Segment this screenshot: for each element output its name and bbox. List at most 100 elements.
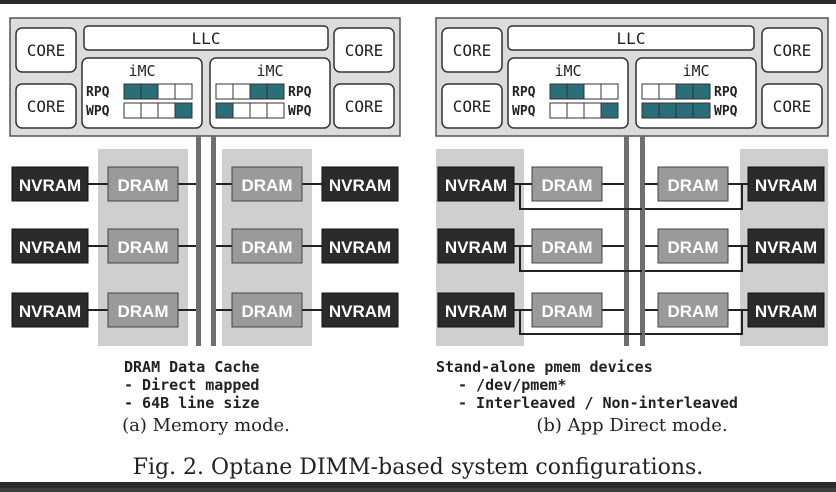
dram-label: DRAM	[242, 238, 293, 257]
panel-a: LLC CORE CORE CORE CORE iMC RPQ WPQ iMC	[9, 17, 401, 436]
nvram-label: NVRAM	[19, 302, 81, 321]
nvram-box	[747, 166, 825, 202]
core-label-b4: CORE	[773, 97, 812, 116]
queue-cell	[600, 102, 619, 119]
dram-label: DRAM	[668, 238, 719, 257]
memory-row-a2: NVRAM DRAM DRAM NVRAM	[11, 228, 399, 264]
channel-bus-b	[640, 136, 645, 346]
nvram-label: NVRAM	[445, 238, 507, 257]
queue-cell	[675, 102, 694, 119]
interleave-line	[645, 310, 743, 335]
llc-label-b: LLC	[617, 29, 646, 48]
wpq-label-b-right: WPQ	[714, 104, 738, 119]
desc-a-line1: DRAM Data Cache	[124, 358, 259, 376]
nvram-label: NVRAM	[329, 176, 391, 195]
queue-cell	[140, 102, 159, 119]
queue-cell	[600, 83, 619, 100]
dram-label: DRAM	[242, 176, 293, 195]
interleave-line	[645, 246, 743, 272]
caption-b: (b) App Direct mode.	[536, 415, 727, 436]
core-box-b3	[761, 27, 823, 73]
nvram-box	[747, 292, 825, 328]
dram-box	[531, 228, 603, 264]
nvram-box	[437, 292, 515, 328]
rpq-label-a-right: RPQ	[288, 85, 312, 100]
queue-cell	[249, 102, 268, 119]
queue-cell	[266, 83, 285, 100]
wpq-queue-b-left	[549, 102, 619, 119]
queue-cell	[232, 83, 251, 100]
desc-b-line2: - /dev/pmem*	[458, 376, 566, 394]
figure-caption: Fig. 2. Optane DIMM-based system configu…	[133, 455, 704, 480]
rpq-label-b-right: RPQ	[714, 85, 738, 100]
memory-row-a1: NVRAM DRAM DRAM NVRAM	[11, 166, 399, 202]
imc-label-a-left: iMC	[128, 62, 155, 80]
wpq-queue-b-right	[641, 102, 711, 119]
wpq-queue-a-right	[215, 102, 285, 119]
core-box-a1	[15, 27, 77, 73]
core-box-a3	[333, 27, 395, 73]
queue-cell	[174, 83, 193, 100]
queue-cell	[675, 83, 694, 100]
interleave-line	[519, 184, 642, 210]
caption-a: (a) Memory mode.	[122, 415, 290, 436]
rpq-label-b-left: RPQ	[512, 85, 536, 100]
queue-cell	[549, 83, 568, 100]
dram-box	[107, 166, 179, 202]
queue-cell	[583, 102, 602, 119]
llc-label-a: LLC	[192, 29, 221, 48]
dram-box	[657, 292, 729, 328]
nvram-label: NVRAM	[755, 238, 817, 257]
core-label-a4: CORE	[345, 97, 384, 116]
interleave-line	[519, 310, 642, 335]
dram-box	[231, 292, 303, 328]
core-box-b2	[441, 83, 503, 129]
wpq-queue-a-left	[123, 102, 193, 119]
queue-cell	[215, 83, 234, 100]
queue-cell	[123, 102, 142, 119]
nvram-box	[321, 166, 399, 202]
wpq-label-a-right: WPQ	[288, 104, 312, 119]
queue-cell	[641, 102, 660, 119]
nvram-label: NVRAM	[19, 238, 81, 257]
memory-row-b2: NVRAM DRAM DRAM NVRAM	[437, 228, 825, 272]
optane-diagram: LLC CORE CORE CORE CORE iMC RPQ WPQ iMC	[9, 17, 829, 480]
queue-cell	[641, 83, 660, 100]
core-label-b3: CORE	[773, 41, 812, 60]
dram-label: DRAM	[242, 302, 293, 321]
panel-b: LLC CORE CORE CORE CORE iMC RPQ WPQ iMC	[435, 17, 829, 436]
rpq-queue-b-right	[641, 83, 711, 100]
queue-cell	[232, 102, 251, 119]
dram-label: DRAM	[668, 176, 719, 195]
interleave-line	[519, 246, 642, 272]
queue-cell	[658, 83, 677, 100]
queue-cell	[249, 83, 268, 100]
channel-bus-a	[196, 136, 201, 346]
nvram-box	[11, 166, 89, 202]
dram-box	[657, 166, 729, 202]
imc-label-b-left: iMC	[554, 62, 581, 80]
core-label-a3: CORE	[345, 41, 384, 60]
desc-b-line3: - Interleaved / Non-interleaved	[458, 394, 738, 412]
dram-label: DRAM	[668, 302, 719, 321]
dram-label: DRAM	[542, 302, 593, 321]
desc-b-line1: Stand-alone pmem devices	[436, 358, 653, 376]
core-label-b2: CORE	[453, 97, 492, 116]
interleave-line	[645, 184, 743, 210]
desc-a-line3: - 64B line size	[124, 394, 259, 412]
rpq-label-a-left: RPQ	[86, 85, 110, 100]
core-label-a1: CORE	[27, 41, 66, 60]
queue-cell	[140, 83, 159, 100]
memory-row-a3: NVRAM DRAM DRAM NVRAM	[11, 292, 399, 328]
imc-label-b-right: iMC	[682, 62, 709, 80]
llc-box-b	[507, 25, 755, 51]
dram-box	[531, 166, 603, 202]
memory-row-b3: NVRAM DRAM DRAM NVRAM	[437, 292, 825, 335]
queue-cell	[566, 102, 585, 119]
llc-box-a	[83, 25, 329, 51]
memory-row-b1: NVRAM DRAM DRAM NVRAM	[437, 166, 825, 210]
dram-label: DRAM	[542, 238, 593, 257]
core-box-a4	[333, 83, 395, 129]
core-box-b4	[761, 83, 823, 129]
